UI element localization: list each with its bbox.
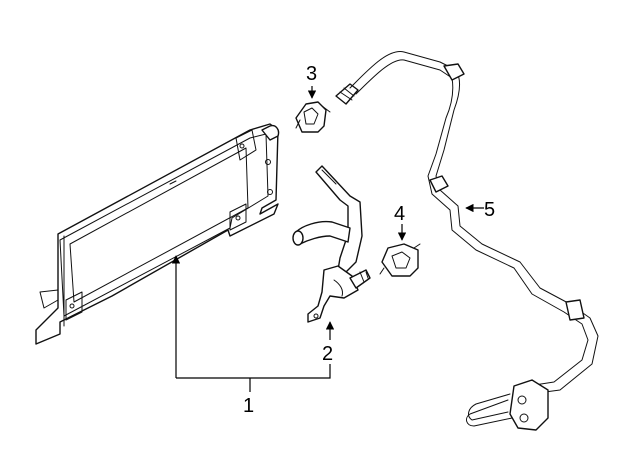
callout-5: 5: [484, 199, 495, 221]
callout-4: 4: [394, 203, 405, 225]
callout-2: 2: [322, 343, 333, 365]
callout-1: 1: [243, 395, 254, 417]
callout-3: 3: [306, 63, 317, 85]
outlet-tube-icon: [335, 51, 599, 431]
leader-lines: [171, 86, 484, 392]
retainer-clip-icon: [295, 101, 331, 133]
retainer-clip-icon: [379, 243, 421, 277]
oil-cooler-icon: [35, 123, 280, 345]
inlet-tube-icon: [292, 165, 371, 323]
